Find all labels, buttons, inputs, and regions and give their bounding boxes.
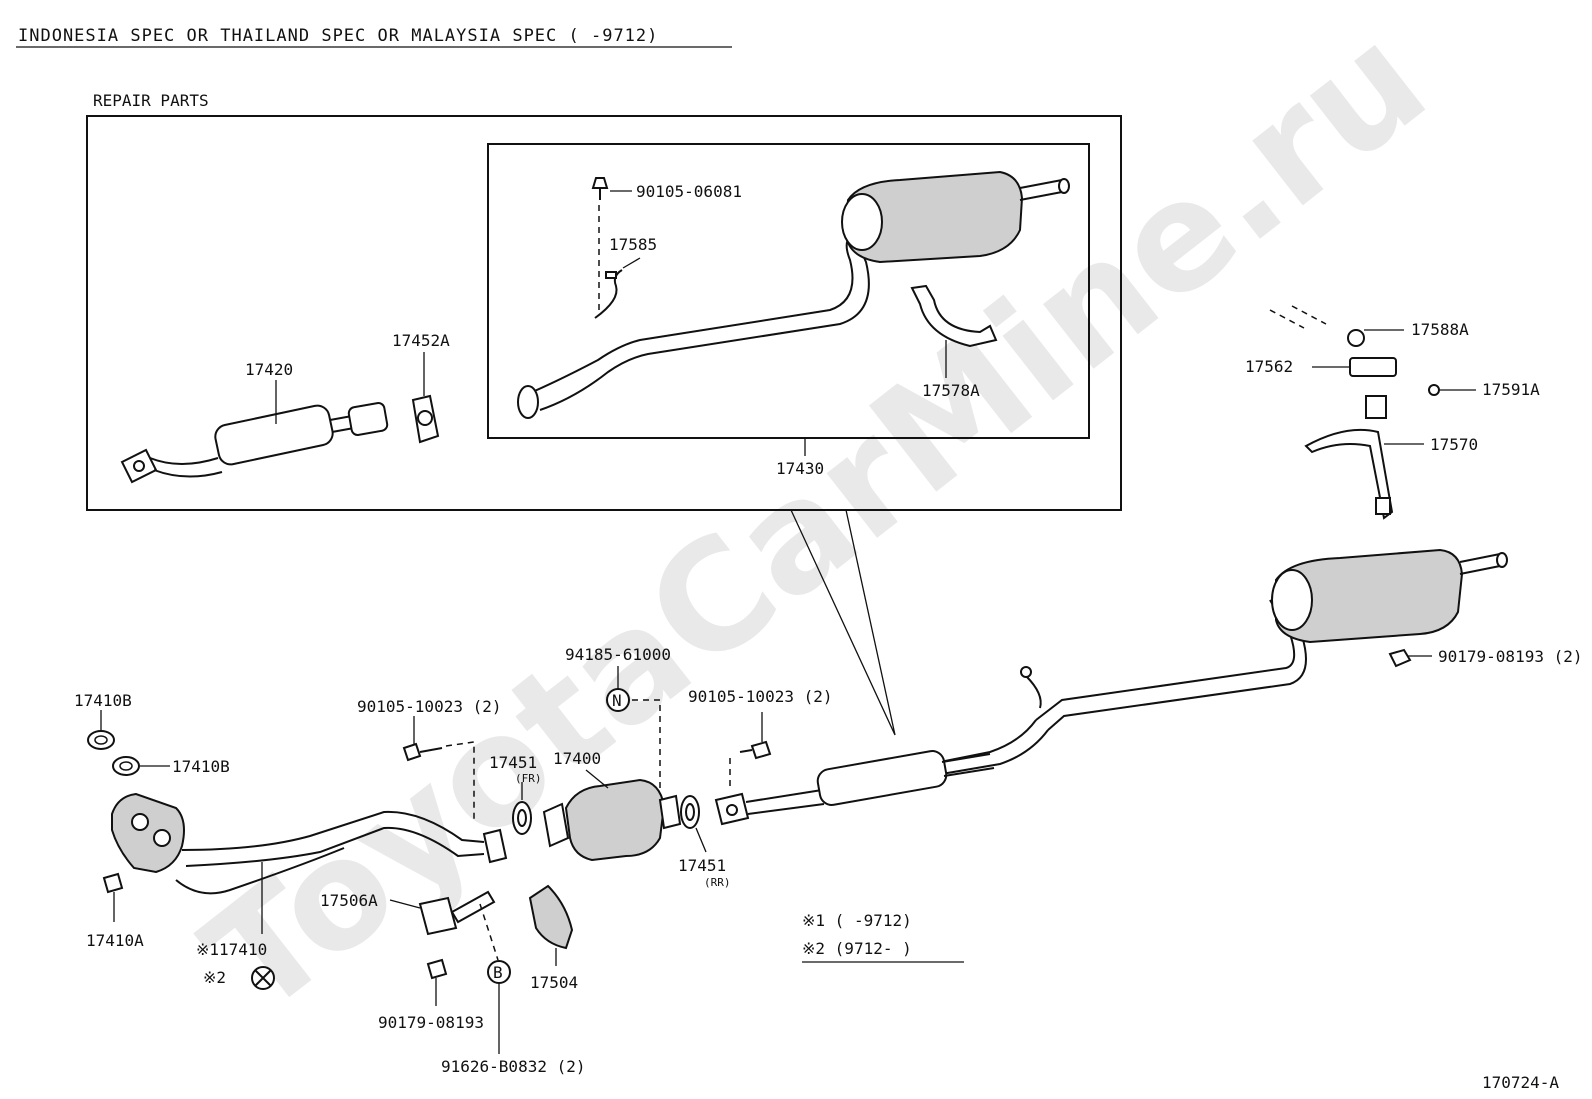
sensor-wire-17585[interactable] (594, 269, 623, 319)
label-17451-fr[interactable]: 17451 (489, 753, 537, 772)
gasket-17410B-top[interactable] (87, 730, 115, 750)
bolt-90105-06081[interactable] (591, 177, 609, 200)
rubber-17588A[interactable] (1347, 329, 1365, 347)
gasket-17452A[interactable] (411, 394, 440, 444)
label-90179-08193-2[interactable]: 90179-08193 (2) (1438, 647, 1583, 666)
label-17588A[interactable]: 17588A (1411, 320, 1469, 339)
tail-pipe-17430[interactable] (517, 170, 1070, 419)
center-pipe[interactable] (714, 749, 995, 826)
label-17562[interactable]: 17562 (1245, 357, 1293, 376)
label-90105-06081[interactable]: 90105-06081 (636, 182, 742, 201)
legend-note-1: ※1 ( -9712) (802, 911, 912, 930)
label-17585[interactable]: 17585 (609, 235, 657, 254)
cushion-17562[interactable] (1349, 357, 1397, 377)
svg-text:N: N (612, 691, 622, 710)
leader-17506A (389, 899, 421, 909)
label-17430[interactable]: 17430 (776, 459, 824, 478)
label-94185-61000[interactable]: 94185-61000 (565, 645, 671, 664)
nut-17410A[interactable] (102, 872, 124, 894)
label-17410A[interactable]: 17410A (86, 931, 144, 950)
symbol-cross (251, 966, 275, 990)
gasket-17451-rr[interactable] (680, 795, 700, 829)
legend-note-2: ※2 (9712- ) (802, 939, 912, 958)
label-17506A[interactable]: 17506A (320, 891, 378, 910)
spec-title: INDONESIA SPEC OR THAILAND SPEC OR MALAY… (18, 26, 658, 46)
label-17410[interactable]: ※117410 (196, 940, 267, 959)
gasket-17451-fr[interactable] (512, 801, 532, 835)
symbol-b: B (487, 960, 511, 984)
nut-90179-08193-right[interactable] (1388, 648, 1412, 668)
leader-17585 (622, 257, 641, 269)
label-17400[interactable]: 17400 (553, 749, 601, 768)
support-17506A[interactable] (418, 890, 496, 936)
label-17578A[interactable]: 17578A (922, 381, 980, 400)
label-17451-fr-note: (FR) (515, 772, 542, 785)
nut-17591A[interactable] (1428, 384, 1440, 396)
label-17410B-top[interactable]: 17410B (74, 691, 132, 710)
dash-94185-61000 (632, 699, 661, 790)
main-tail-pipe[interactable] (929, 548, 1508, 777)
leader-17451-rr (695, 827, 707, 853)
repair-parts-box (86, 115, 1122, 511)
label-91626-B0832-2[interactable]: 91626-B0832 (2) (441, 1057, 586, 1076)
gasket-17410B[interactable] (112, 756, 140, 776)
symbol-n: N (606, 688, 630, 712)
label-90179-08193[interactable]: 90179-08193 (378, 1013, 484, 1032)
nut-90179-08193[interactable] (426, 958, 448, 980)
label-17504[interactable]: 17504 (530, 973, 578, 992)
label-17591A[interactable]: 17591A (1482, 380, 1540, 399)
insulator-17504[interactable] (528, 884, 574, 950)
label-17452A[interactable]: 17452A (392, 331, 450, 350)
leader-17400 (585, 769, 609, 789)
label-17570[interactable]: 17570 (1430, 435, 1478, 454)
repair-parts-callout (790, 509, 896, 736)
dash-17506A (479, 903, 499, 961)
repair-parts-heading: REPAIR PARTS (93, 91, 209, 110)
bolt-90105-10023-left[interactable] (402, 742, 443, 762)
svg-text:B: B (493, 963, 503, 982)
catalytic-converter-17400[interactable] (542, 778, 682, 862)
label-17451-rr[interactable]: 17451 (678, 856, 726, 875)
label-17451-rr-note: (RR) (704, 876, 731, 889)
bracket-17570[interactable] (1304, 395, 1394, 520)
tail-pipe-assembly-box (487, 143, 1090, 439)
dash-90105-10023-left (445, 741, 475, 820)
bracket-17578A[interactable] (910, 284, 998, 348)
label-90105-10023-right[interactable]: 90105-10023 (2) (688, 687, 833, 706)
label-17410B[interactable]: 17410B (172, 757, 230, 776)
bolt-90105-10023-right[interactable] (739, 740, 772, 760)
front-pipe-17420[interactable] (120, 402, 389, 484)
front-exhaust-pipe-17410[interactable] (111, 792, 508, 895)
diagram-id: 170724-A (1482, 1073, 1559, 1092)
label-90105-10023-left[interactable]: 90105-10023 (2) (357, 697, 502, 716)
label-17410-alt: ※2 (203, 968, 226, 987)
label-17420[interactable]: 17420 (245, 360, 293, 379)
hanger-pins (1269, 305, 1327, 329)
